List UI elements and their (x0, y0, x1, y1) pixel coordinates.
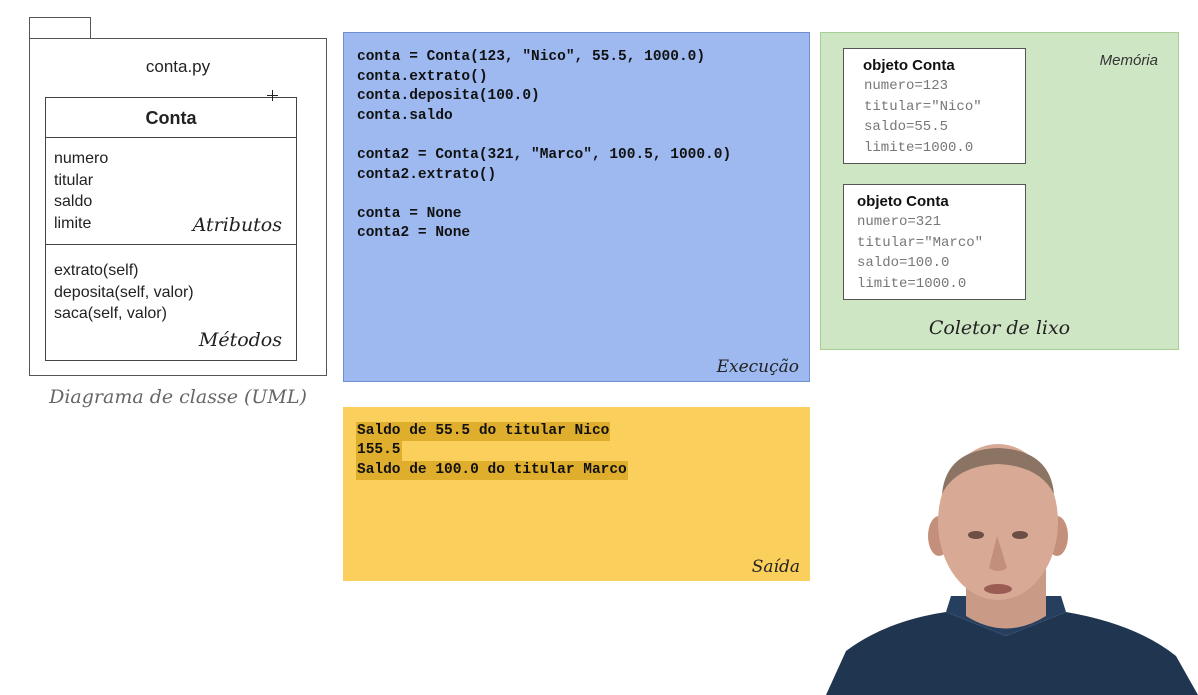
memory-object-marco: objeto Conta numero=321 titular="Marco" … (843, 184, 1026, 300)
object-field: numero=321 (857, 214, 942, 230)
object-field: titular="Nico" (864, 98, 982, 115)
uml-caption: Diagrama de classe (UML) (49, 386, 307, 408)
object-field: limite=1000.0 (857, 275, 967, 292)
code-line: conta = None (357, 205, 462, 222)
class-attributes-section: numero titular saldo limite Atributos (46, 138, 296, 245)
execution-panel: conta = Conta(123, "Nico", 55.5, 1000.0)… (343, 32, 810, 382)
garbage-collector-label: Coletor de lixo (928, 317, 1071, 339)
code-line (357, 126, 731, 146)
object-header: objeto Conta (863, 57, 955, 74)
object-field: saldo=55.5 (864, 119, 949, 135)
object-field: saldo=100.0 (857, 255, 950, 271)
uml-package-tab (29, 17, 91, 38)
output-panel: Saldo de 55.5 do titular Nico 155.5 Sald… (343, 407, 810, 581)
code-line (357, 185, 731, 205)
uml-class-box: Conta numero titular saldo limite Atribu… (45, 97, 297, 361)
output-line: 155.5 (356, 441, 402, 461)
code-line: conta.saldo (357, 107, 453, 124)
output-line: Saldo de 100.0 do titular Marco (356, 460, 628, 481)
memory-title: Memória (1099, 52, 1158, 69)
uml-package: conta.py Conta numero titular saldo limi… (29, 38, 327, 376)
package-name: conta.py (145, 57, 211, 76)
output-line: Saldo de 55.5 do titular Nico (356, 422, 611, 442)
class-name: Conta (46, 98, 296, 138)
presenter-image (826, 444, 1198, 695)
code-line: conta.deposita(100.0) (357, 88, 540, 105)
class-methods-section: extrato(self) deposita(self, valor) saca… (46, 245, 296, 359)
output-label: Saída (751, 557, 800, 577)
attribute-limite: limite (54, 214, 92, 232)
crosshair-cursor-icon (267, 90, 278, 101)
attribute-saldo: saldo (54, 193, 93, 210)
method-saca: saca(self, valor) (54, 305, 167, 322)
methods-label: Métodos (198, 329, 282, 351)
code-line: conta.extrato() (357, 68, 488, 85)
code-line: conta2 = Conta(321, "Marco", 100.5, 1000… (357, 146, 732, 163)
object-field: limite=1000.0 (864, 139, 974, 156)
memory-panel: Memória objeto Conta numero=123 titular=… (820, 32, 1179, 350)
output-lines: Saldo de 55.5 do titular Nico 155.5 Sald… (356, 422, 628, 481)
object-field: numero=123 (864, 78, 949, 94)
code-line: conta2 = None (357, 225, 471, 242)
method-extrato: extrato(self) (54, 262, 139, 279)
code-line: conta2.extrato() (357, 166, 497, 183)
code-line: conta = Conta(123, "Nico", 55.5, 1000.0) (357, 49, 706, 65)
attribute-titular: titular (54, 171, 94, 189)
execution-label: Execução (716, 357, 799, 377)
object-field: titular="Marco" (857, 234, 984, 251)
object-header: objeto Conta (857, 193, 949, 210)
presenter-webcam (826, 436, 1198, 695)
method-deposita: deposita(self, valor) (54, 283, 194, 301)
attribute-numero: numero (54, 150, 109, 167)
memory-object-nico: objeto Conta numero=123 titular="Nico" s… (843, 48, 1026, 164)
attributes-label: Atributos (192, 214, 282, 236)
code-block: conta = Conta(123, "Nico", 55.5, 1000.0)… (357, 48, 731, 244)
